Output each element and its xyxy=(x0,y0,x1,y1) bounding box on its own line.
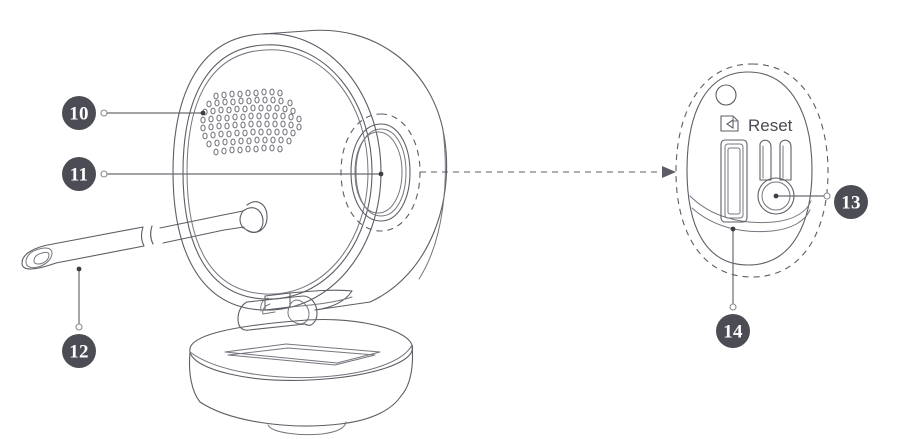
callout-badge-12-label: 12 xyxy=(69,342,89,363)
leader-dot-12 xyxy=(76,266,82,272)
leader-dot-14 xyxy=(730,226,736,232)
callout-badge-12[interactable]: 12 xyxy=(62,334,96,368)
reset-label: Reset xyxy=(748,116,793,135)
triangle-marker-icon xyxy=(726,118,734,130)
callout-badge-11[interactable]: 11 xyxy=(62,157,96,191)
lens xyxy=(340,113,421,232)
base-stand xyxy=(188,318,414,436)
zoom-callout-arrow xyxy=(420,166,676,178)
callout-badge-14-label: 14 xyxy=(723,322,743,343)
hinge-joint xyxy=(237,289,353,331)
leader-lines xyxy=(75,109,831,331)
speaker-grille xyxy=(200,88,302,156)
leader-ring-12 xyxy=(75,323,83,331)
antenna xyxy=(21,201,268,270)
leader-ring-14 xyxy=(729,303,737,311)
microsd-card-slot xyxy=(720,139,748,223)
arrow-head-icon xyxy=(662,166,676,178)
callout-badge-13[interactable]: 13 xyxy=(834,185,868,219)
microsd-card-icon xyxy=(720,115,739,132)
callout-badge-13-label: 13 xyxy=(841,193,861,214)
indicator-hole xyxy=(715,84,737,106)
leader-ring-10 xyxy=(100,109,108,117)
callout-badge-10[interactable]: 10 xyxy=(62,96,96,130)
detail-panel: Reset xyxy=(675,63,829,278)
callout-badge-10-label: 10 xyxy=(69,104,89,125)
leader-dot-13 xyxy=(773,193,779,199)
reset-button xyxy=(757,139,795,215)
leader-ring-13 xyxy=(823,192,831,200)
callout-badge-14[interactable]: 14 xyxy=(716,314,750,348)
leader-dot-11 xyxy=(378,171,384,177)
leader-dot-10 xyxy=(200,110,206,116)
leader-ring-11 xyxy=(100,170,108,178)
callout-badge-11-label: 11 xyxy=(70,165,89,186)
